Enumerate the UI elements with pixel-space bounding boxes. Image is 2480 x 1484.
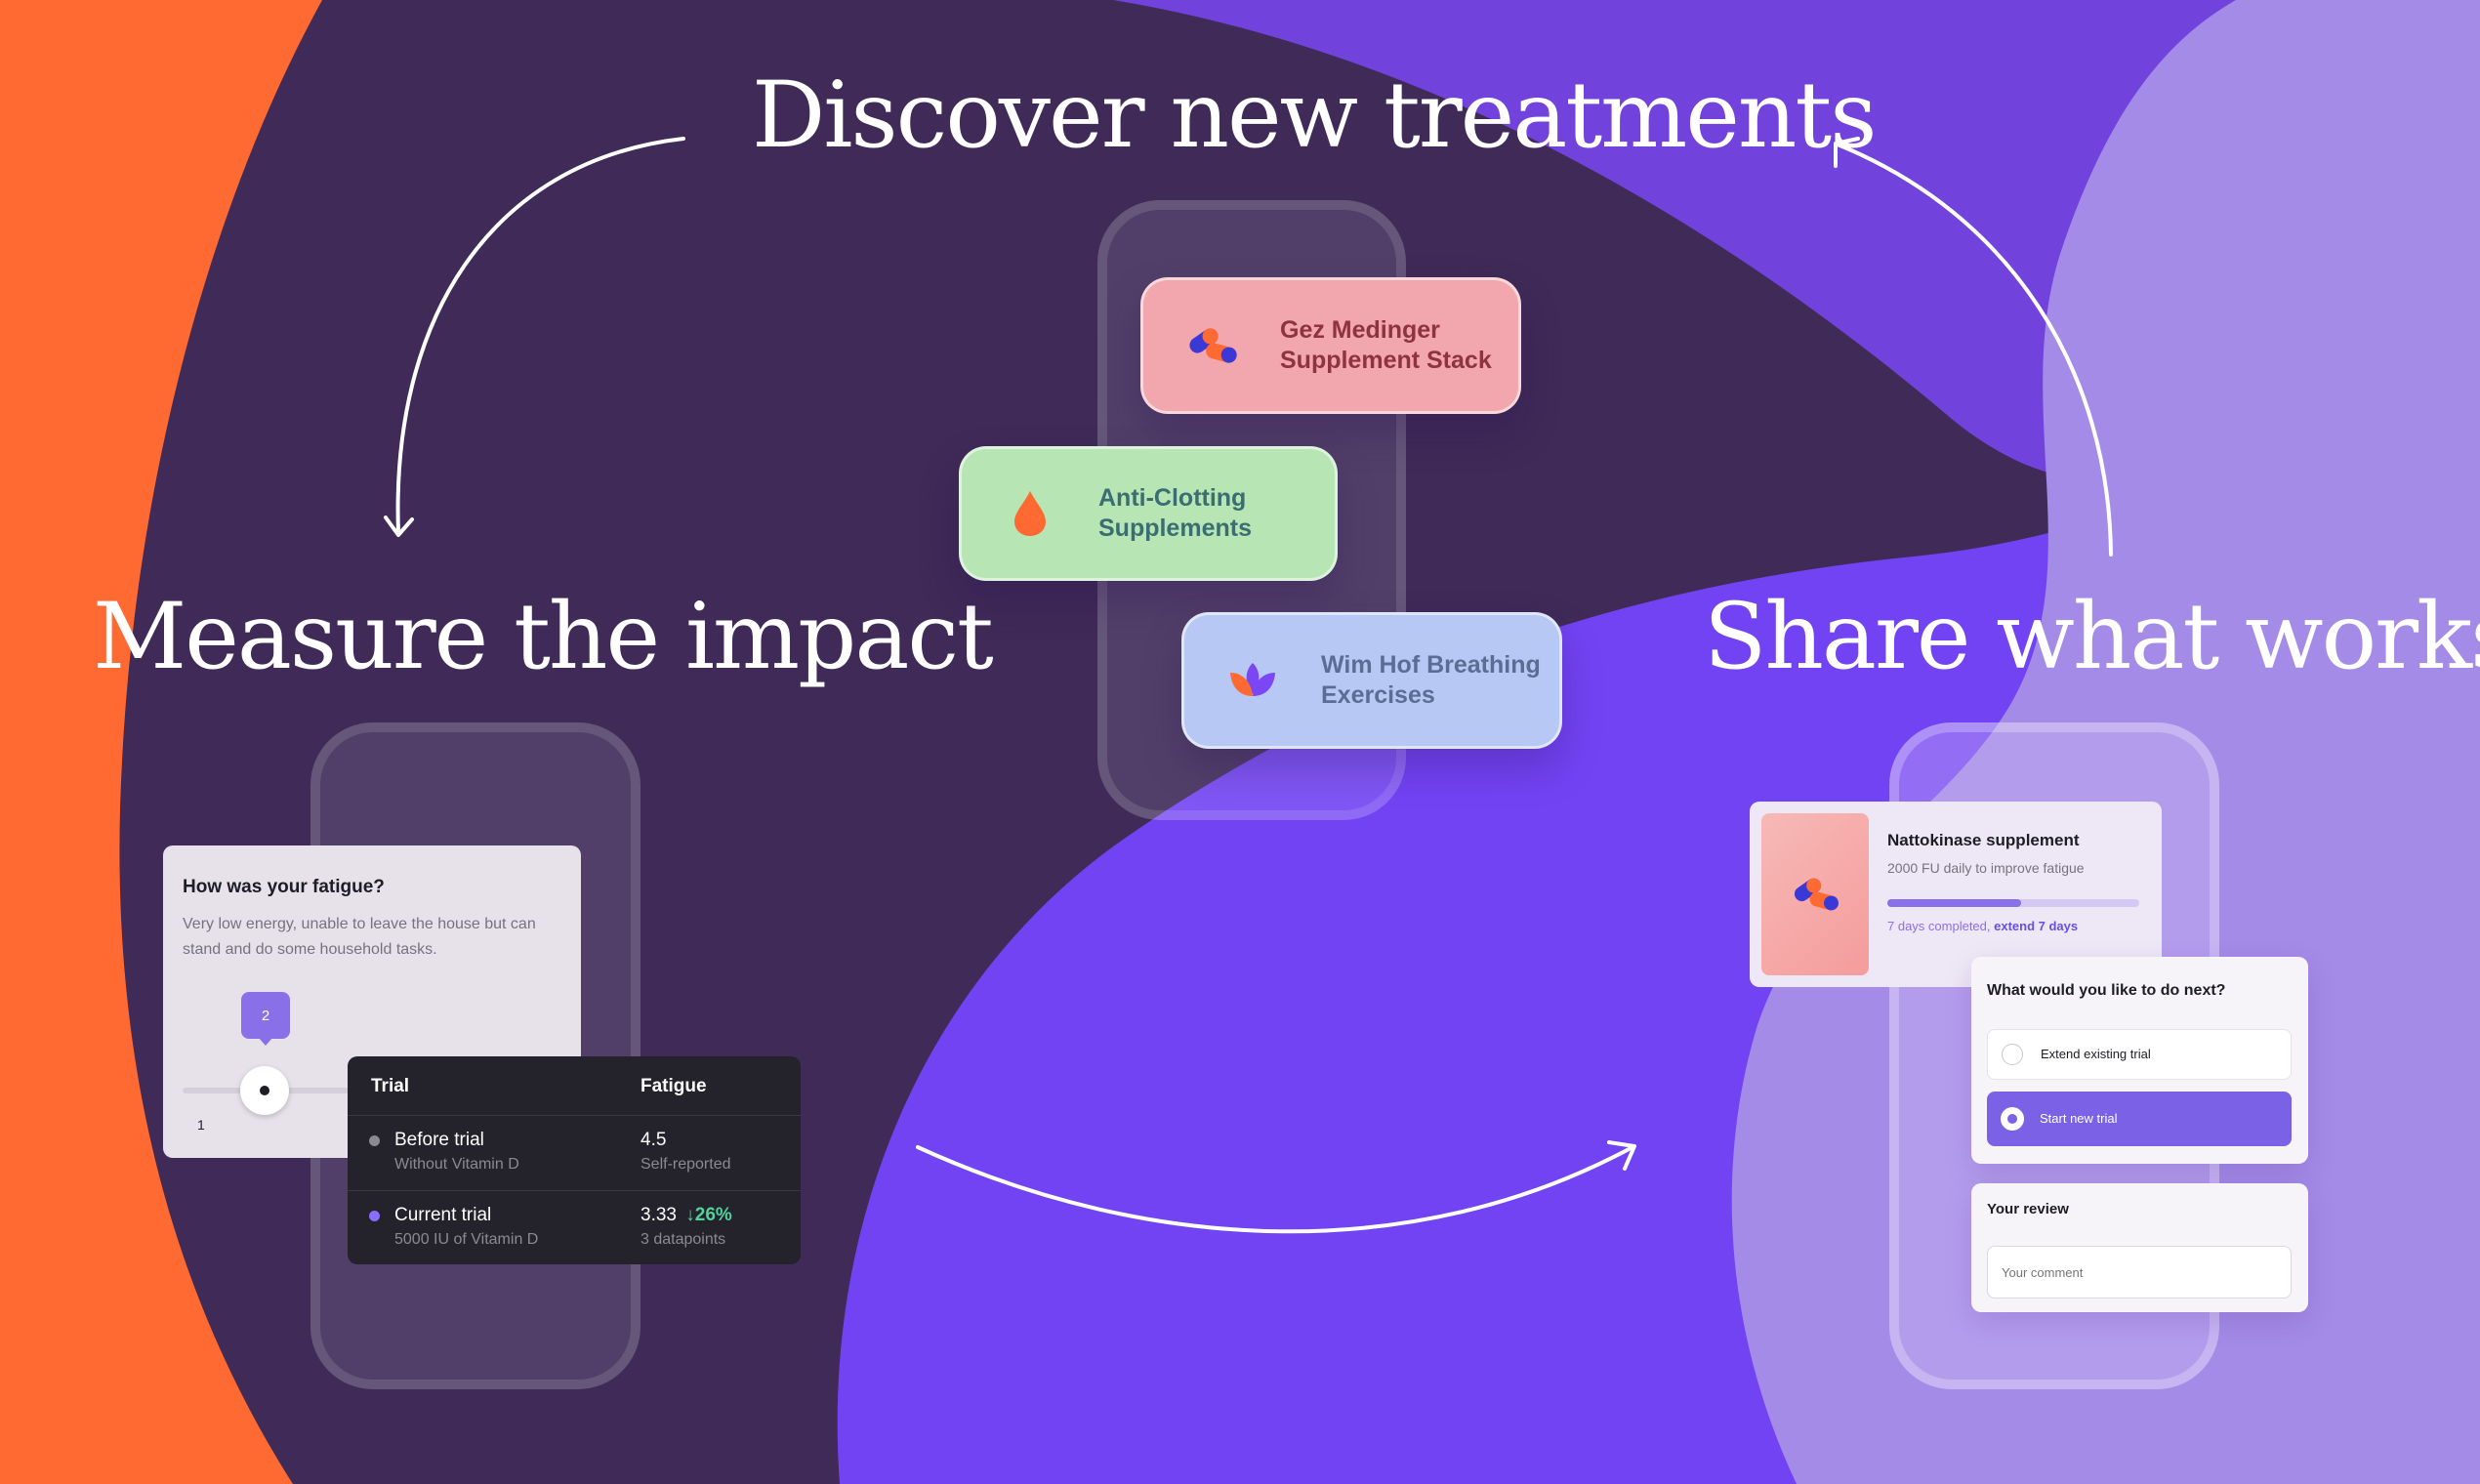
headline-share: Share what works (1704, 584, 2480, 690)
option-label: Start new trial (2040, 1111, 2118, 1126)
trial-sub: Without Vitamin D (394, 1156, 519, 1173)
table-header-fatigue: Fatigue (641, 1076, 707, 1096)
arrow-to-discover-head (1834, 137, 1860, 168)
treatment-wim-hof[interactable]: Wim Hof Breathing Exercises (1181, 612, 1562, 749)
option-start-new-trial[interactable]: Start new trial (1987, 1092, 2292, 1146)
progress-text: 7 days completed, (1887, 919, 1991, 933)
treatment-label: Anti-Clotting Supplements (1098, 484, 1252, 542)
trial-name: Current trial (394, 1205, 492, 1225)
next-step-question: What would you like to do next? (1987, 982, 2226, 999)
slider-value: 2 (261, 1007, 270, 1024)
review-comment-input[interactable] (1987, 1246, 2292, 1298)
arrow-to-share-head (1607, 1140, 1636, 1171)
fatigue-question: How was your fatigue? (183, 877, 385, 897)
fatigue-change-down: ↓26% (685, 1205, 732, 1225)
treatment-label: Gez Medinger Supplement Stack (1280, 316, 1492, 374)
table-divider (348, 1115, 801, 1116)
arrow-to-measure (395, 137, 685, 534)
slider-min-label: 1 (197, 1117, 205, 1133)
fatigue-value: 3.33 (641, 1205, 677, 1225)
headline-discover: Discover new treatments (752, 62, 1877, 169)
radio-selected[interactable] (2001, 1107, 2024, 1131)
table-row-before: Before trial Without Vitamin D 4.5 Self-… (348, 1116, 801, 1190)
treatment-label: Wim Hof Breathing Exercises (1321, 651, 1541, 709)
treatment-gez-medinger[interactable]: Gez Medinger Supplement Stack (1140, 277, 1521, 414)
progress-track (1887, 899, 2139, 907)
table-row-current: Current trial 5000 IU of Vitamin D 3.33 … (348, 1191, 801, 1264)
supplement-trial-card: Nattokinase supplement 2000 FU daily to … (1750, 802, 2162, 987)
blood-drop-icon (962, 489, 1098, 538)
headline-measure: Measure the impact (93, 584, 994, 690)
radio-unselected[interactable] (2002, 1044, 2023, 1065)
table-header-trial: Trial (371, 1076, 410, 1096)
slider-handle[interactable] (240, 1066, 289, 1115)
arrow-to-share (916, 1145, 1634, 1234)
treatment-anti-clotting[interactable]: Anti-Clotting Supplements (959, 446, 1338, 581)
arrow-to-discover (1836, 143, 2113, 556)
extend-trial-link[interactable]: extend 7 days (1994, 919, 2079, 933)
supplement-subtitle: 2000 FU daily to improve fatigue (1887, 860, 2085, 876)
status-dot (369, 1211, 380, 1221)
slider-value-bubble: 2 (241, 992, 290, 1039)
fatigue-value-sub: Self-reported (641, 1156, 731, 1173)
slider-bubble-tail (258, 1037, 273, 1046)
review-title: Your review (1987, 1201, 2069, 1217)
fatigue-value-sub: 3 datapoints (641, 1231, 726, 1248)
table-divider (348, 1190, 801, 1191)
trial-comparison-table: Trial Fatigue Before trial Without Vitam… (348, 1056, 801, 1264)
trial-name: Before trial (394, 1130, 484, 1150)
supplement-title: Nattokinase supplement (1887, 831, 2080, 849)
option-extend-trial[interactable]: Extend existing trial (1987, 1029, 2292, 1080)
progress-fill (1887, 899, 2021, 907)
review-card: Your review (1971, 1183, 2308, 1312)
supplement-image (1761, 813, 1869, 975)
fatigue-description: Very low energy, unable to leave the hou… (183, 916, 536, 958)
arrow-to-measure-head (384, 515, 414, 537)
status-dot (369, 1135, 380, 1146)
pill-capsule-icon (1143, 323, 1280, 368)
next-step-card: What would you like to do next? Extend e… (1971, 957, 2308, 1164)
lotus-icon (1184, 659, 1321, 702)
fatigue-value: 4.5 (641, 1130, 667, 1150)
trial-sub: 5000 IU of Vitamin D (394, 1231, 539, 1248)
pill-capsule-icon (1794, 878, 1839, 911)
option-label: Extend existing trial (2041, 1047, 2151, 1061)
